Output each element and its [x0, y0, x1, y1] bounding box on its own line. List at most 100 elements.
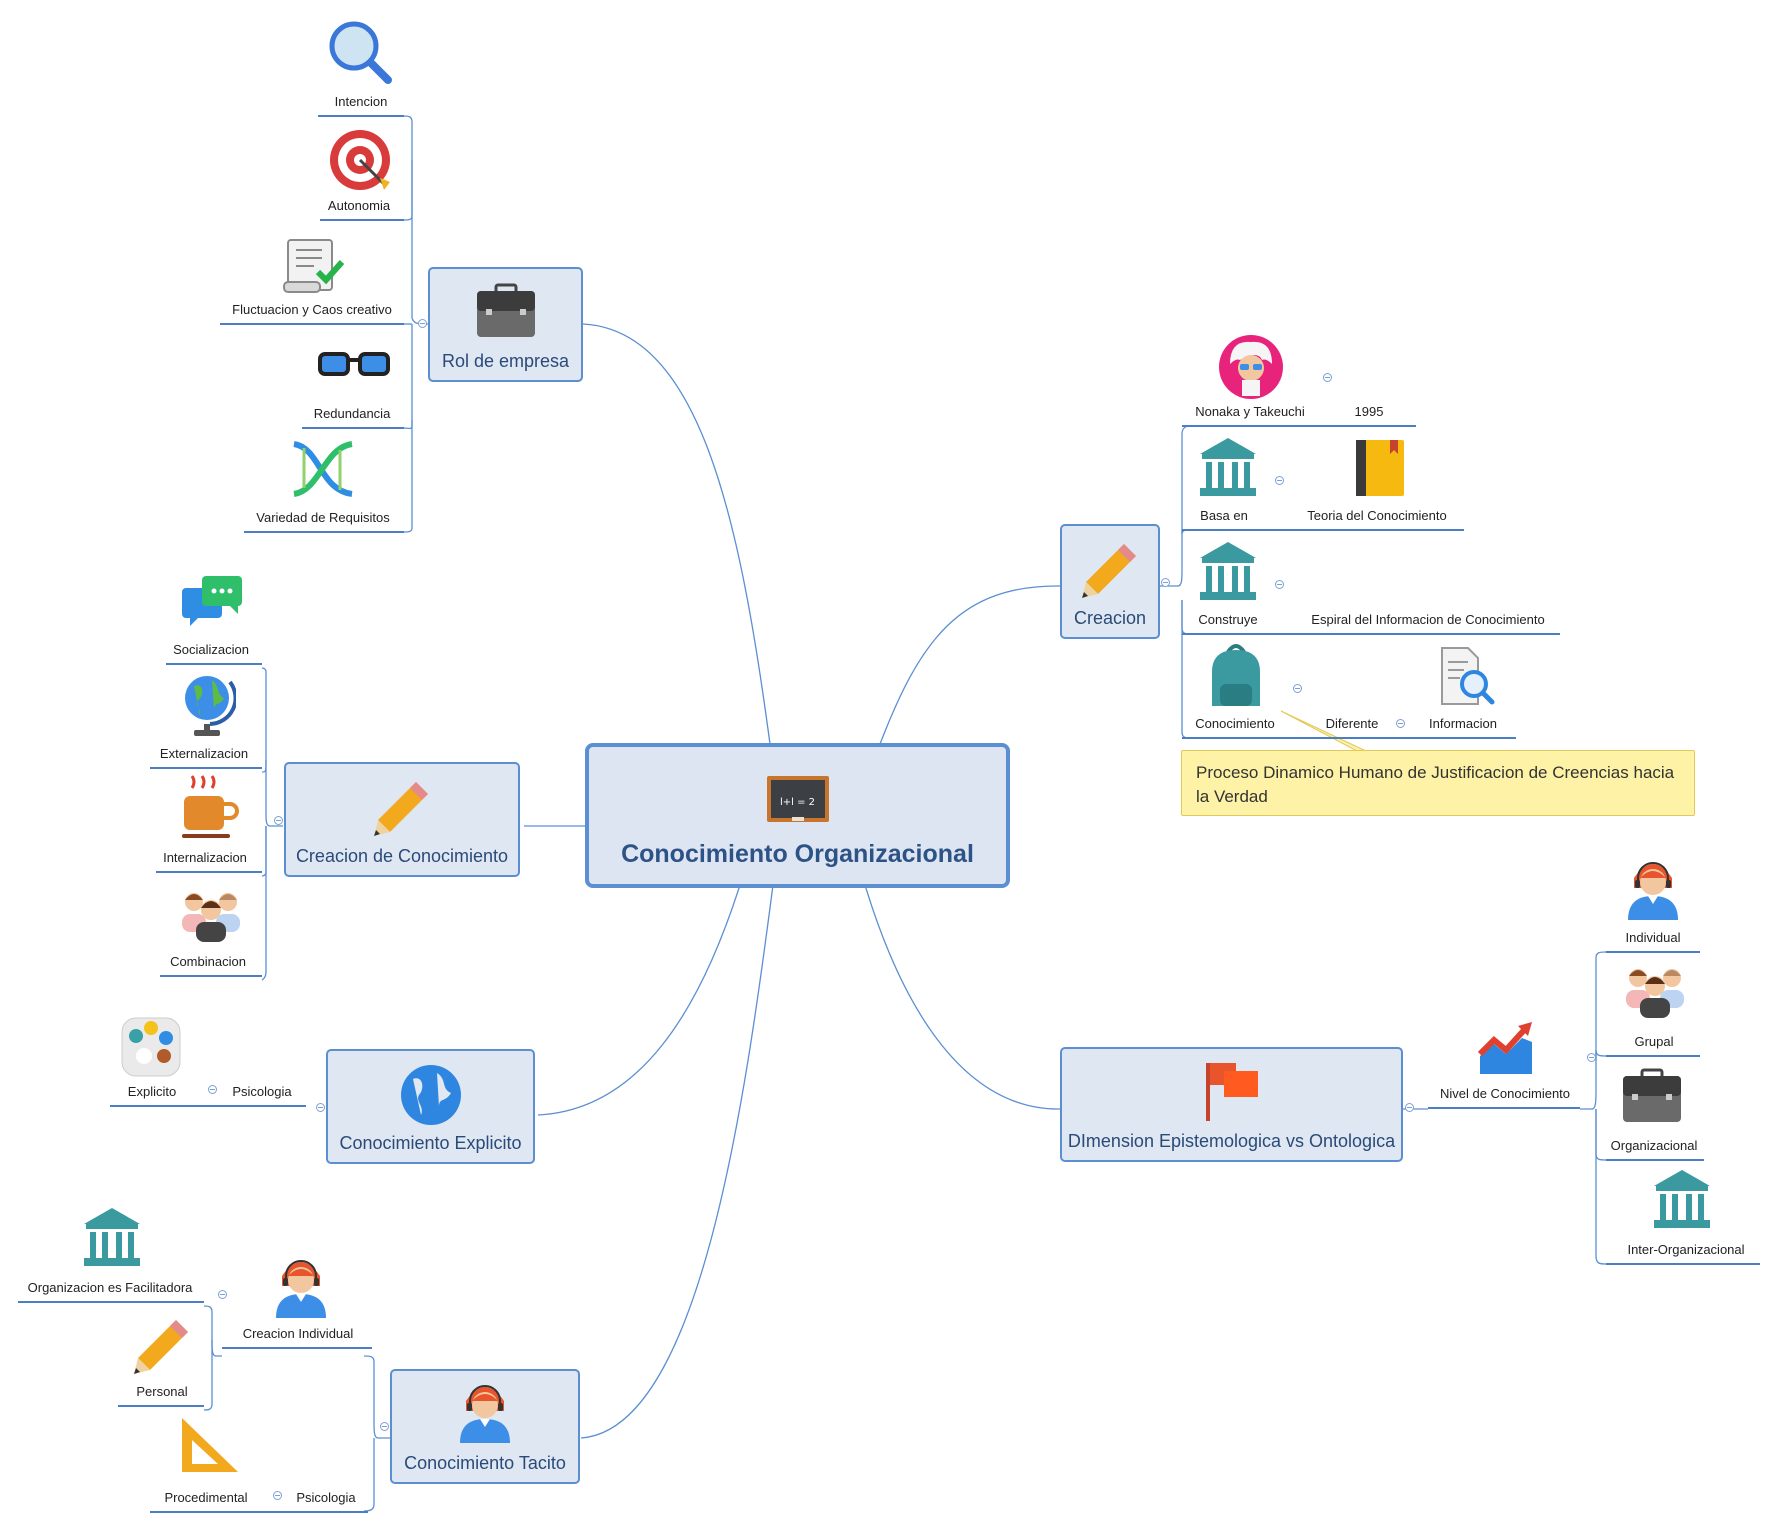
leaf-informacion[interactable]: Informacion	[1429, 716, 1497, 731]
collapse-toggle[interactable]	[1293, 684, 1302, 693]
topic-creacion[interactable]: Creacion	[1060, 524, 1160, 639]
central-topic[interactable]: l+l = 2 Conocimiento Organizacional	[585, 743, 1010, 888]
leaf-nivel-conocimiento[interactable]: Nivel de Conocimiento	[1439, 1086, 1571, 1101]
topic-label: Conocimiento Explicito	[339, 1133, 522, 1153]
leaf-socializacion[interactable]: Socializacion	[173, 642, 249, 657]
leaf-conocimiento[interactable]: Conocimiento	[1195, 716, 1275, 731]
leaf-underline	[1182, 633, 1298, 635]
leaf-organizacion-facilitadora[interactable]: Organizacion es Facilitadora	[27, 1280, 193, 1295]
leaf-variedad[interactable]: Variedad de Requisitos	[256, 510, 390, 525]
support-agent-icon	[276, 1260, 326, 1318]
leaf-underline	[320, 219, 404, 221]
chat-bubbles-icon	[182, 576, 242, 626]
leaf-underline	[1182, 425, 1322, 427]
leaf-autonomia[interactable]: Autonomia	[327, 198, 391, 213]
leaf-redundancia[interactable]: Redundancia	[313, 406, 391, 421]
leaf-espiral[interactable]: Espiral del Informacion de Conocimiento	[1311, 612, 1545, 627]
bank-building-icon	[84, 1208, 140, 1266]
coffee-cup-icon	[182, 775, 239, 838]
collapse-toggle[interactable]	[1587, 1053, 1596, 1062]
leaf-grupal[interactable]: Grupal	[1634, 1034, 1674, 1049]
leaf-underline	[1182, 737, 1314, 739]
pencil-icon	[1082, 544, 1136, 598]
leaf-basa-en[interactable]: Basa en	[1200, 508, 1248, 523]
leaf-nonaka-takeuchi[interactable]: Nonaka y Takeuchi	[1195, 404, 1305, 419]
collapse-toggle[interactable]	[1275, 476, 1284, 485]
support-agent-icon	[460, 1385, 510, 1443]
support-agent-icon	[1628, 862, 1678, 920]
leaf-underline	[1428, 1107, 1580, 1109]
collapse-toggle[interactable]	[274, 816, 283, 825]
collapse-toggle[interactable]	[218, 1290, 227, 1299]
leaf-creacion-individual[interactable]: Creacion Individual	[242, 1326, 354, 1341]
leaf-underline	[220, 323, 404, 325]
collapse-toggle[interactable]	[316, 1103, 325, 1112]
leaf-internalizacion[interactable]: Internalizacion	[163, 850, 247, 865]
leaf-underline	[1606, 1263, 1760, 1265]
leaf-explicito[interactable]: Explicito	[127, 1084, 177, 1099]
collapse-toggle[interactable]	[273, 1491, 282, 1500]
leaf-underline	[302, 427, 404, 429]
topic-label: Creacion	[1073, 608, 1147, 628]
leaf-diferente[interactable]: Diferente	[1325, 716, 1379, 731]
collapse-toggle[interactable]	[1323, 373, 1332, 382]
leaf-underline	[1606, 951, 1700, 953]
leaf-underline	[1606, 1159, 1704, 1161]
globe-stand-icon	[185, 676, 236, 736]
leaf-underline	[318, 115, 404, 117]
leaf-teoria-conocimiento[interactable]: Teoria del Conocimiento	[1307, 508, 1447, 523]
leaf-underline	[150, 1511, 284, 1513]
leaf-externalizacion[interactable]: Externalizacion	[159, 746, 249, 761]
briefcase-icon	[476, 283, 535, 337]
briefcase-icon	[1623, 1068, 1681, 1122]
leaf-psicologia-tacito[interactable]: Psicologia	[296, 1490, 356, 1505]
collapse-toggle[interactable]	[1275, 580, 1284, 589]
document-search-icon	[1441, 647, 1495, 705]
topic-rol-de-empresa[interactable]: Rol de empresa	[428, 267, 583, 382]
topic-conocimiento-explicito[interactable]: Conocimiento Explicito	[326, 1049, 535, 1164]
central-topic-label: Conocimiento Organizacional	[621, 840, 974, 868]
leaf-organizacional[interactable]: Organizacional	[1610, 1138, 1698, 1153]
leaf-underline	[244, 531, 404, 533]
leaf-procedimental[interactable]: Procedimental	[164, 1490, 248, 1505]
topic-conocimiento-tacito[interactable]: Conocimiento Tacito	[390, 1369, 580, 1484]
notebook-icon	[1356, 440, 1404, 496]
leaf-underline	[284, 1511, 368, 1513]
leaf-underline	[1322, 425, 1416, 427]
topic-label: Conocimiento Tacito	[404, 1453, 566, 1473]
note-callout[interactable]: Proceso Dinamico Humano de Justificacion…	[1181, 750, 1695, 816]
leaf-intencion[interactable]: Intencion	[334, 94, 388, 109]
bank-building-icon	[1200, 438, 1256, 496]
scientist-avatar-icon	[1219, 335, 1283, 399]
topic-creacion-de-conocimiento[interactable]: Creacion de Conocimiento	[284, 762, 520, 877]
bank-building-icon	[1654, 1170, 1710, 1228]
leaf-underline	[222, 1347, 372, 1349]
leaf-underline	[1606, 1055, 1700, 1057]
pencil-icon	[134, 1320, 188, 1374]
chart-growth-icon	[1478, 1022, 1532, 1074]
collapse-toggle[interactable]	[418, 319, 427, 328]
magnifier-icon	[329, 21, 392, 84]
leaf-inter-organizacional[interactable]: Inter-Organizacional	[1627, 1242, 1745, 1257]
leaf-individual[interactable]: Individual	[1625, 930, 1681, 945]
leaf-1995[interactable]: 1995	[1354, 404, 1384, 419]
topic-label: Creacion de Conocimiento	[295, 846, 509, 866]
leaf-psicologia[interactable]: Psicologia	[232, 1084, 292, 1099]
collapse-toggle[interactable]	[380, 1422, 389, 1431]
collapse-toggle[interactable]	[1161, 578, 1170, 587]
leaf-combinacion[interactable]: Combinacion	[170, 954, 246, 969]
topic-dimension[interactable]: DImension Epistemologica vs Ontologica	[1060, 1047, 1403, 1162]
leaf-fluctuacion[interactable]: Fluctuacion y Caos creativo	[232, 302, 392, 317]
svg-text:l+l = 2: l+l = 2	[780, 797, 815, 808]
leaf-underline	[160, 975, 262, 977]
collapse-toggle[interactable]	[1405, 1103, 1414, 1112]
leaf-construye[interactable]: Construye	[1198, 612, 1258, 627]
leaf-underline	[18, 1301, 204, 1303]
leaf-personal[interactable]: Personal	[136, 1384, 188, 1399]
collapse-toggle[interactable]	[1396, 719, 1405, 728]
collapse-toggle[interactable]	[208, 1085, 217, 1094]
checklist-icon	[283, 239, 345, 293]
topic-label: DImension Epistemologica vs Ontologica	[1067, 1131, 1396, 1151]
leaf-underline	[222, 1105, 306, 1107]
set-square-icon	[182, 1418, 238, 1472]
